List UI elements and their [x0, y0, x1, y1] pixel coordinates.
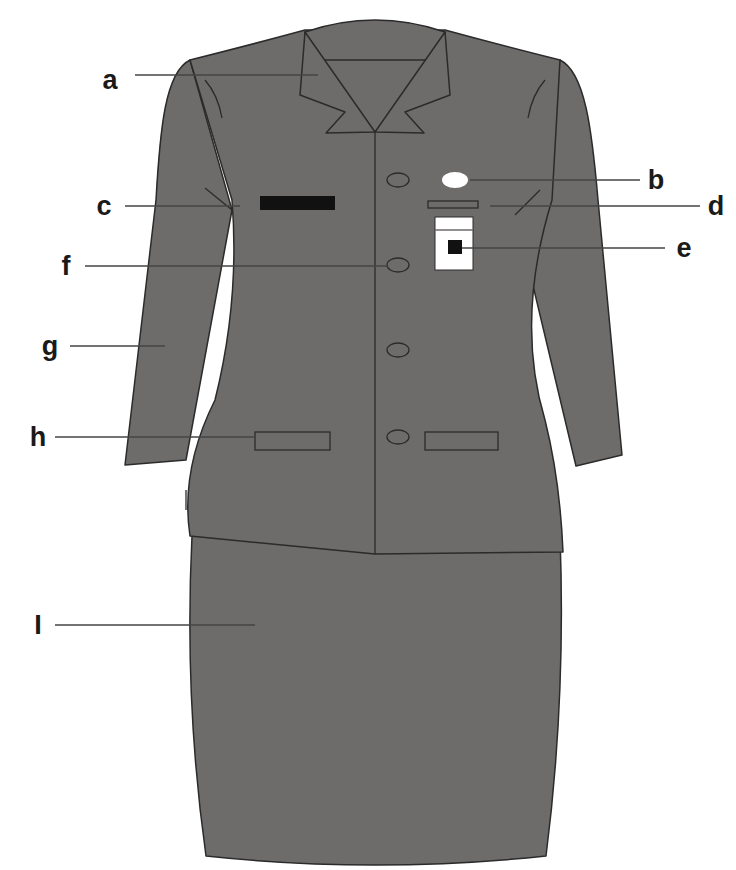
callout-letter: f — [62, 253, 71, 280]
callout-letter: h — [30, 424, 47, 451]
callout-letter: g — [42, 333, 59, 360]
leader-line — [470, 179, 640, 180]
callout-letter: I — [34, 612, 42, 639]
button — [387, 258, 409, 272]
leader-line — [55, 436, 255, 437]
shoulder-seam — [205, 80, 222, 118]
pocket-flap — [255, 432, 330, 450]
id-card-line — [435, 229, 473, 231]
id-photo — [448, 240, 462, 254]
callout-letter: d — [708, 193, 725, 220]
leader-line — [462, 247, 665, 248]
skirt — [190, 536, 562, 865]
sleeve-seam — [515, 190, 540, 215]
collar-band — [305, 20, 445, 60]
right-lapel — [375, 32, 450, 133]
callout-letter: b — [648, 167, 665, 194]
hem-notch — [185, 490, 186, 510]
left-lapel — [300, 32, 375, 133]
leader-line — [85, 265, 388, 266]
callout-letter: e — [676, 235, 691, 262]
leader-line — [70, 345, 165, 346]
leader-line — [55, 624, 255, 625]
leader-line — [490, 205, 700, 206]
emblem-pin — [442, 172, 468, 188]
sleeve-seam — [205, 188, 232, 210]
leader-line — [135, 74, 318, 75]
name-plate — [260, 196, 335, 210]
front-opening — [374, 132, 375, 554]
callout-letter: c — [96, 193, 111, 220]
jacket-body — [188, 30, 563, 554]
button — [387, 430, 409, 444]
button — [387, 173, 409, 187]
callout-letter: a — [102, 67, 117, 94]
button — [387, 343, 409, 357]
badge-bar — [428, 201, 478, 208]
id-card — [435, 217, 473, 270]
shoulder-seam — [528, 80, 545, 118]
pocket-flap — [425, 432, 498, 450]
leader-line — [125, 205, 240, 206]
